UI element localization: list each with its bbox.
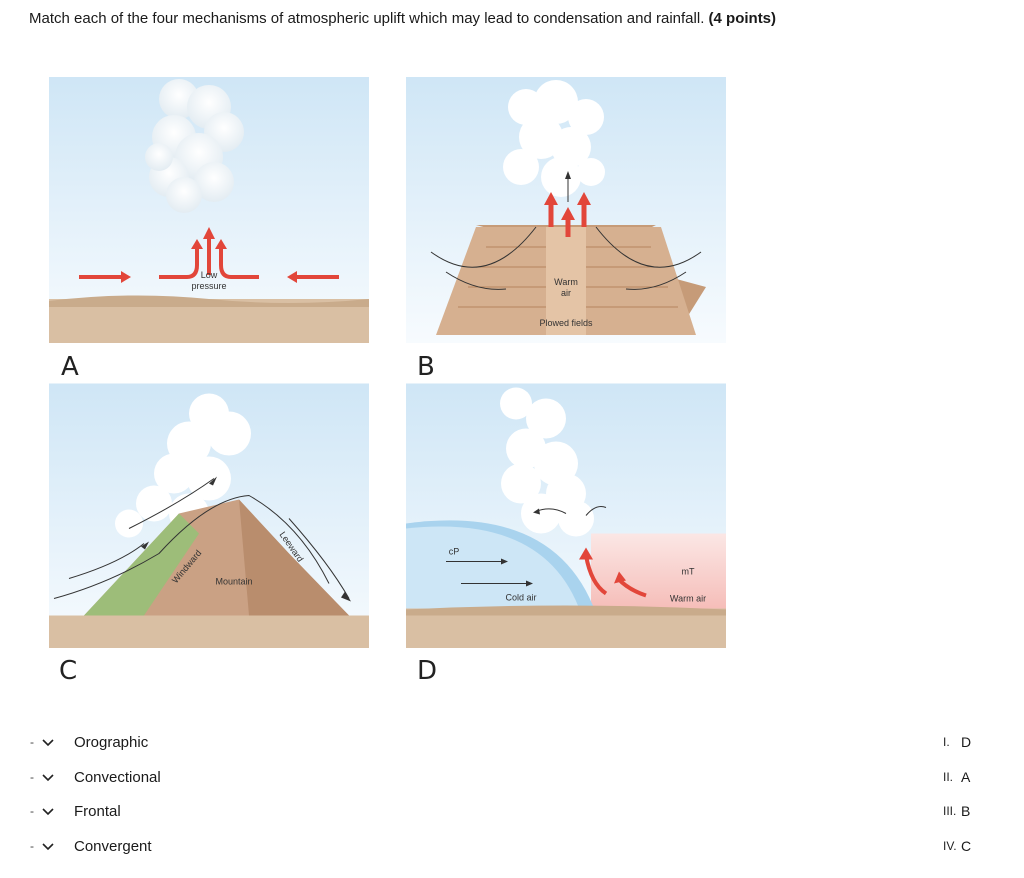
answer-item: III. B — [943, 800, 970, 822]
answer-item: I. D — [943, 731, 971, 753]
answer-letter: C — [961, 838, 972, 854]
match-row-convergent: - Convergent — [30, 835, 152, 857]
match-selected-value: - — [30, 804, 34, 818]
chevron-down-icon — [42, 774, 54, 782]
answer-number: IV. — [943, 839, 957, 853]
match-dropdown[interactable] — [40, 769, 74, 785]
panel-letter-b: B — [417, 352, 435, 382]
answer-number: III. — [943, 804, 957, 818]
match-dropdown[interactable] — [40, 803, 74, 819]
answer-letter: A — [961, 769, 971, 785]
panel-b-image: Warm air Plowed fields — [406, 77, 726, 343]
answer-number: II. — [943, 770, 954, 784]
match-label: Orographic — [74, 733, 149, 751]
match-selected-value: - — [30, 770, 34, 784]
panel-a-image: Low pressure — [49, 77, 369, 343]
chevron-down-icon — [42, 808, 54, 816]
rising-air-arrows-icon — [548, 202, 587, 237]
answer-number: I. — [943, 735, 950, 749]
cloud-icon — [145, 79, 244, 213]
match-label: Frontal — [74, 802, 121, 820]
frontal-illustration: cP Cold air mT Warm air — [406, 383, 726, 648]
convergent-illustration: Low pressure — [49, 77, 369, 343]
match-row-orographic: - Orographic — [30, 731, 148, 753]
warm-air-label-1: Warm — [554, 277, 578, 287]
cp-label: cP — [449, 547, 460, 557]
question-points: (4 points) — [708, 10, 777, 27]
panel-d-image: cP Cold air mT Warm air — [406, 383, 726, 648]
match-dropdown[interactable] — [40, 734, 74, 750]
match-label: Convergent — [74, 837, 152, 855]
warm-air-label: Warm air — [670, 594, 706, 604]
low-pressure-label-1: Low — [201, 270, 218, 280]
cold-air-label: Cold air — [505, 593, 536, 603]
match-row-convectional: - Convectional — [30, 766, 161, 788]
match-label: Convectional — [74, 768, 161, 786]
answer-item: II. A — [943, 766, 970, 788]
panel-letter-c: C — [59, 656, 78, 686]
cloud-icon — [500, 387, 594, 537]
panel-letter-a: A — [61, 352, 79, 382]
converging-arrows-icon — [79, 237, 339, 279]
match-row-frontal: - Frontal — [30, 800, 121, 822]
panel-letter-d: D — [417, 656, 438, 686]
orographic-illustration: Windward Leeward Mountain — [49, 383, 369, 648]
mountain-label: Mountain — [215, 577, 252, 587]
low-pressure-label-2: pressure — [191, 281, 226, 291]
question-prompt: Match each of the four mechanisms of atm… — [29, 10, 705, 27]
question-text: Match each of the four mechanisms of atm… — [29, 10, 776, 27]
answer-item: IV. C — [943, 835, 971, 857]
convectional-illustration: Warm air Plowed fields — [406, 77, 726, 343]
match-selected-value: - — [30, 735, 34, 749]
warm-air-label-2: air — [561, 288, 571, 298]
chevron-down-icon — [42, 739, 54, 747]
plowed-fields-label: Plowed fields — [539, 318, 593, 328]
answer-letter: B — [961, 803, 971, 819]
chevron-down-icon — [42, 843, 54, 851]
cloud-icon — [503, 80, 605, 197]
mt-label: mT — [682, 567, 695, 577]
match-dropdown[interactable] — [40, 838, 74, 854]
panel-c-image: Windward Leeward Mountain — [49, 383, 369, 648]
answer-letter: D — [961, 734, 972, 750]
match-selected-value: - — [30, 839, 34, 853]
